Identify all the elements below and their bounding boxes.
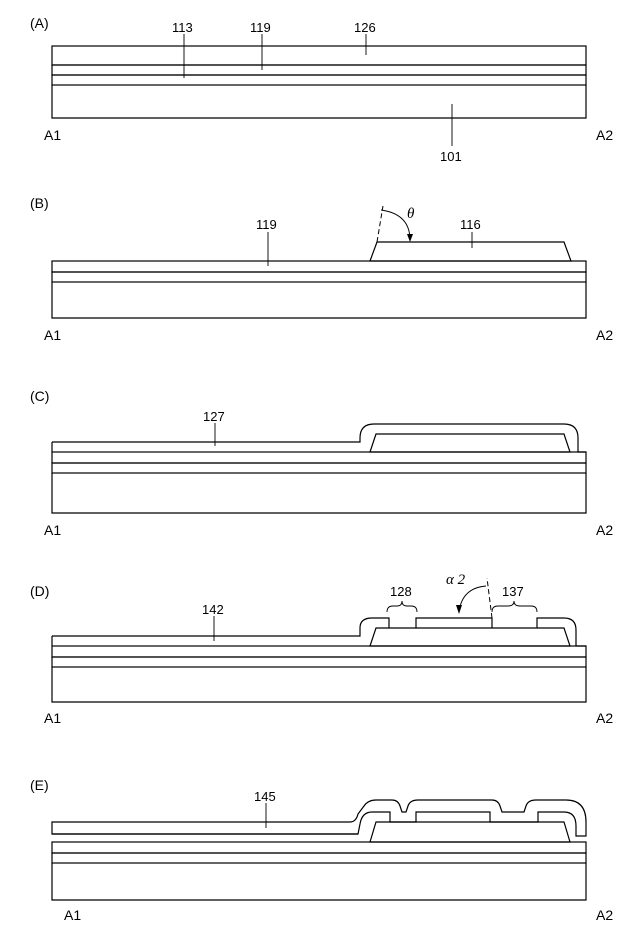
panel-c: (C) 127 A1 A2 — [30, 388, 613, 538]
ref-127: 127 — [203, 409, 225, 424]
brace-137 — [492, 601, 537, 612]
substrate — [52, 282, 586, 318]
angle-arc — [459, 586, 486, 612]
layer-127 — [52, 424, 586, 452]
panel-a: (A) 113 119 126 101 A1 A2 — [30, 15, 613, 164]
angle-reference-line — [377, 206, 383, 242]
layer-119 — [52, 452, 586, 463]
a1-marker: A1 — [64, 907, 81, 923]
panel-c-label: (C) — [30, 388, 49, 404]
panel-e: (E) 145 A1 A2 — [30, 777, 613, 923]
layer-145 — [52, 800, 586, 836]
angle-alpha2: α 2 — [446, 572, 466, 588]
angle-reference-line — [487, 578, 492, 618]
a2-marker: A2 — [596, 127, 613, 143]
ref-142: 142 — [202, 602, 224, 617]
ref-119: 119 — [250, 20, 271, 35]
electrode-116 — [370, 434, 570, 452]
angle-arc — [381, 210, 410, 240]
layer-119 — [52, 842, 586, 853]
layer-142-center — [416, 618, 492, 628]
angle-arrowhead — [407, 234, 413, 242]
layer-126 — [52, 46, 586, 65]
ref-113: 113 — [172, 20, 193, 35]
layer-119 — [52, 65, 586, 75]
ref-126: 126 — [354, 20, 376, 35]
layer-119 — [52, 261, 586, 272]
electrode-116 — [370, 822, 570, 842]
a1-marker: A1 — [44, 327, 61, 343]
a2-marker: A2 — [596, 710, 613, 726]
layer-113 — [52, 463, 586, 473]
angle-arrowhead — [456, 605, 462, 614]
panel-b: (B) θ 119 116 A1 A2 — [30, 195, 613, 343]
panel-b-label: (B) — [30, 195, 49, 211]
ref-101: 101 — [440, 149, 462, 164]
brace-128 — [387, 601, 417, 612]
layer-119 — [52, 646, 586, 657]
layer-113 — [52, 657, 586, 667]
panel-e-label: (E) — [30, 777, 49, 793]
ref-128: 128 — [390, 584, 412, 599]
layer-113 — [52, 853, 586, 863]
a1-marker: A1 — [44, 522, 61, 538]
substrate-101 — [52, 85, 586, 118]
ref-119: 119 — [256, 217, 277, 232]
a1-marker: A1 — [44, 710, 61, 726]
layer-113 — [52, 272, 586, 282]
layer-142-right — [537, 618, 586, 646]
a2-marker: A2 — [596, 907, 613, 923]
a1-marker: A1 — [44, 127, 61, 143]
panel-a-label: (A) — [30, 15, 49, 31]
electrode-116 — [370, 628, 570, 646]
substrate — [52, 473, 586, 513]
substrate — [52, 863, 586, 900]
layer-113 — [52, 75, 586, 85]
substrate — [52, 667, 586, 702]
layer-142-left — [52, 618, 389, 636]
a2-marker: A2 — [596, 327, 613, 343]
ref-137: 137 — [502, 584, 524, 599]
ref-116: 116 — [460, 217, 481, 232]
ref-145: 145 — [254, 789, 276, 804]
panel-d: (D) 128 137 α 2 142 A1 A2 — [30, 572, 613, 726]
electrode-116 — [370, 242, 571, 261]
a2-marker: A2 — [596, 522, 613, 538]
angle-theta: θ — [407, 206, 415, 222]
panel-d-label: (D) — [30, 583, 49, 599]
